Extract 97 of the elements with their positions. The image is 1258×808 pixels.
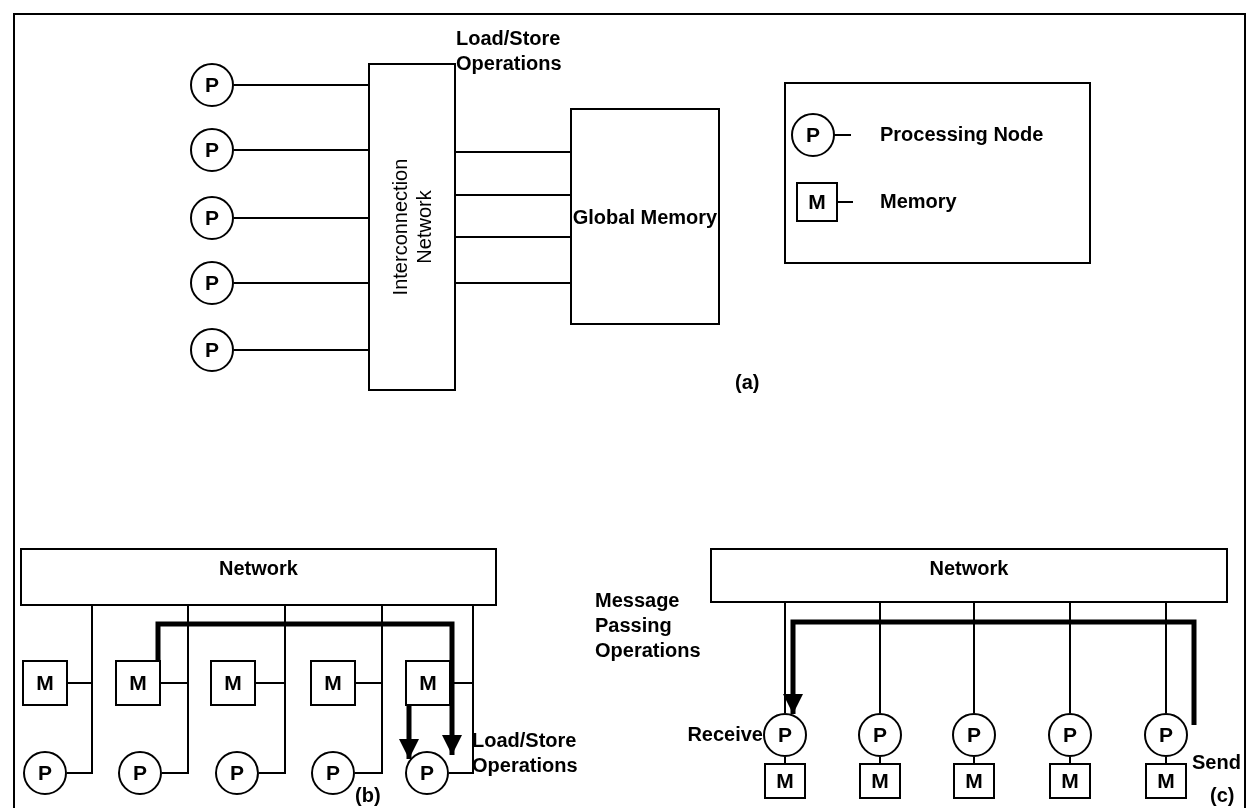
- processing-node-circle: [215, 751, 259, 795]
- connector-line: [455, 282, 571, 284]
- node-label: Network: [219, 556, 298, 580]
- node-letter: P: [205, 271, 219, 295]
- connector-line: [233, 217, 369, 219]
- connector-line: [258, 605, 286, 774]
- connector-line: [233, 349, 369, 351]
- memory-box: [210, 660, 256, 706]
- network-box: [710, 548, 1228, 603]
- arrow: [399, 706, 419, 759]
- processing-node-circle: [190, 328, 234, 372]
- node-letter: P: [778, 723, 792, 747]
- arrow: [783, 619, 1197, 725]
- processing-node-circle: [763, 713, 807, 757]
- connector-line: [448, 605, 474, 774]
- connector-line: [973, 756, 975, 764]
- node-letter: P: [1063, 723, 1077, 747]
- memory-box: [310, 660, 356, 706]
- node-letter: P: [205, 138, 219, 162]
- connector-line: [1069, 756, 1071, 764]
- memory-box: [405, 660, 451, 706]
- connector-line: [233, 149, 369, 151]
- processing-node-circle: [858, 713, 902, 757]
- node-letter: M: [129, 671, 147, 695]
- operations-label: Message Passing Operations: [595, 588, 702, 663]
- processing-node-circle: [118, 751, 162, 795]
- node-letter: M: [36, 671, 54, 695]
- connector-line: [233, 282, 369, 284]
- node-letter: M: [324, 671, 342, 695]
- node-letter: M: [776, 769, 794, 793]
- connector-line: [973, 602, 975, 714]
- node-letter: P: [205, 206, 219, 230]
- connector-line: [1069, 602, 1071, 714]
- processing-node-circle: [190, 261, 234, 305]
- connector-line: [879, 602, 881, 714]
- node-letter: P: [133, 761, 147, 785]
- processing-node-circle: [190, 63, 234, 107]
- node-letter: M: [419, 671, 437, 695]
- panel-label: (a): [735, 370, 760, 395]
- node-letter: P: [205, 338, 219, 362]
- node-letter: M: [224, 671, 242, 695]
- processing-node-circle: [190, 128, 234, 172]
- connector-line: [879, 756, 881, 764]
- node-caption: Receive: [686, 722, 763, 747]
- connector-line: [354, 605, 383, 774]
- connector-line: [455, 194, 571, 196]
- processing-node-circle: [23, 751, 67, 795]
- connector-line: [1165, 756, 1167, 764]
- node-letter: P: [326, 761, 340, 785]
- node-label: Global Memory: [572, 204, 718, 229]
- global-memory-box: [570, 108, 720, 325]
- node-letter: P: [420, 761, 434, 785]
- panel-label: (c): [1210, 783, 1235, 808]
- node-letter: M: [965, 769, 983, 793]
- processing-node-circle: [952, 713, 996, 757]
- legend-label: Processing Node: [880, 122, 1044, 147]
- memory-box: [859, 763, 901, 799]
- node-letter: P: [230, 761, 244, 785]
- connector-line: [455, 236, 571, 238]
- connector-line: [233, 84, 369, 86]
- node-label: Interconnection Network: [388, 157, 436, 298]
- operations-label: Load/Store Operations: [472, 728, 579, 778]
- connector-line: [161, 605, 189, 774]
- memory-box: [953, 763, 995, 799]
- node-label: Network: [929, 556, 1009, 580]
- node-letter: P: [1159, 723, 1173, 747]
- symbol-letter: M: [807, 189, 827, 214]
- node-letter: M: [1157, 769, 1175, 793]
- connector-line: [784, 602, 786, 714]
- node-letter: P: [967, 723, 981, 747]
- memory-box: [115, 660, 161, 706]
- memory-box: [22, 660, 68, 706]
- node-letter: M: [871, 769, 889, 793]
- interconnection-network-box: [368, 63, 456, 391]
- node-caption: Send: [1192, 750, 1242, 775]
- processing-node-circle: [311, 751, 355, 795]
- memory-box: [764, 763, 806, 799]
- processing-node-circle: [190, 196, 234, 240]
- node-letter: M: [1061, 769, 1079, 793]
- processing-node-circle: [405, 751, 449, 795]
- symbol-letter: P: [805, 122, 821, 147]
- connector-line: [66, 605, 93, 774]
- processing-node-circle: [1048, 713, 1092, 757]
- connector-line: [784, 756, 786, 764]
- connector-line: [455, 151, 571, 153]
- legend-label: Memory: [880, 189, 957, 214]
- connector-line: [1165, 602, 1167, 714]
- node-letter: P: [873, 723, 887, 747]
- node-letter: P: [205, 73, 219, 97]
- panel-label: (b): [355, 783, 381, 808]
- memory-box: [1145, 763, 1187, 799]
- memory-box: [1049, 763, 1091, 799]
- network-box: [20, 548, 497, 606]
- operations-label: Load/Store Operations: [456, 26, 563, 76]
- processing-node-circle: [1144, 713, 1188, 757]
- arrow: [155, 621, 462, 755]
- node-letter: P: [38, 761, 52, 785]
